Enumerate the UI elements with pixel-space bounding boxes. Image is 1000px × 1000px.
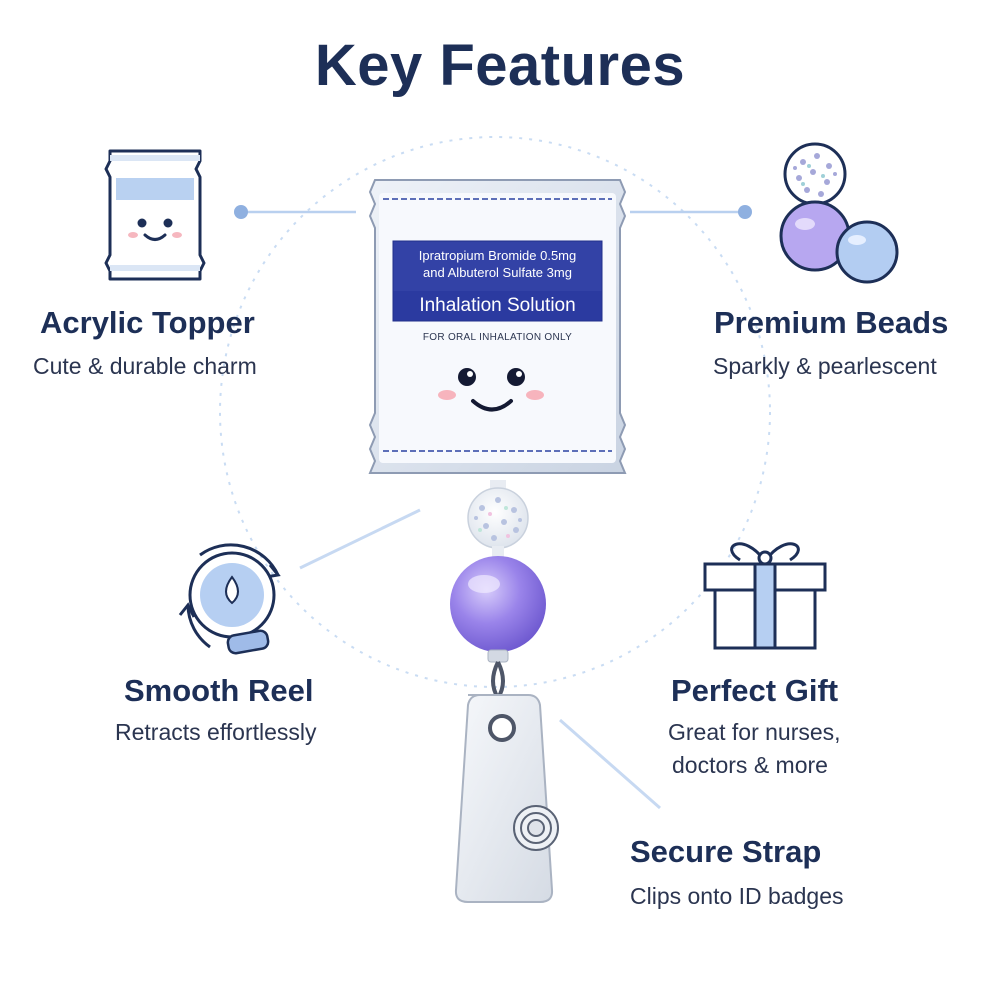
feature-beads-desc: Sparkly & pearlescent [713,353,937,379]
connector-strap [559,718,661,810]
feature-beads-title: Premium Beads [714,305,949,340]
purple-bead [450,556,546,652]
gift-icon [703,542,827,650]
feature-strap-desc: Clips onto ID badges [630,883,844,909]
connector-dot-left [234,205,248,219]
topper-line1: Ipratropium Bromide 0.5mg [418,248,577,263]
feature-acrylic-desc: Cute & durable charm [33,353,257,379]
feature-acrylic-title: Acrylic Topper [40,305,255,340]
badge-clip [454,694,554,903]
feature-strap-title: Secure Strap [630,834,822,869]
feature-gift-title: Perfect Gift [671,673,839,708]
page-title: Key Features [314,33,686,98]
metal-ring [491,661,505,702]
feature-gift-desc-2: doctors & more [672,752,828,778]
connector-dot-right [738,205,752,219]
reel-icon [178,543,281,655]
topper-label-text: Ipratropium Bromide 0.5mg and Albuterol … [393,247,602,281]
pouch-icon [104,149,206,281]
product-image [368,179,627,474]
feature-gift-desc-1: Great for nurses, [668,719,841,745]
beads-icon [779,142,899,284]
topper-line2: and Albuterol Sulfate 3mg [423,265,572,280]
topper-note: FOR ORAL INHALATION ONLY [422,332,573,343]
topper-band: Inhalation Solution [419,295,576,316]
feature-reel-title: Smooth Reel [124,673,314,708]
feature-reel-desc: Retracts effortlessly [115,719,317,745]
connector-reel [299,508,421,570]
beads-and-clip [450,480,559,903]
